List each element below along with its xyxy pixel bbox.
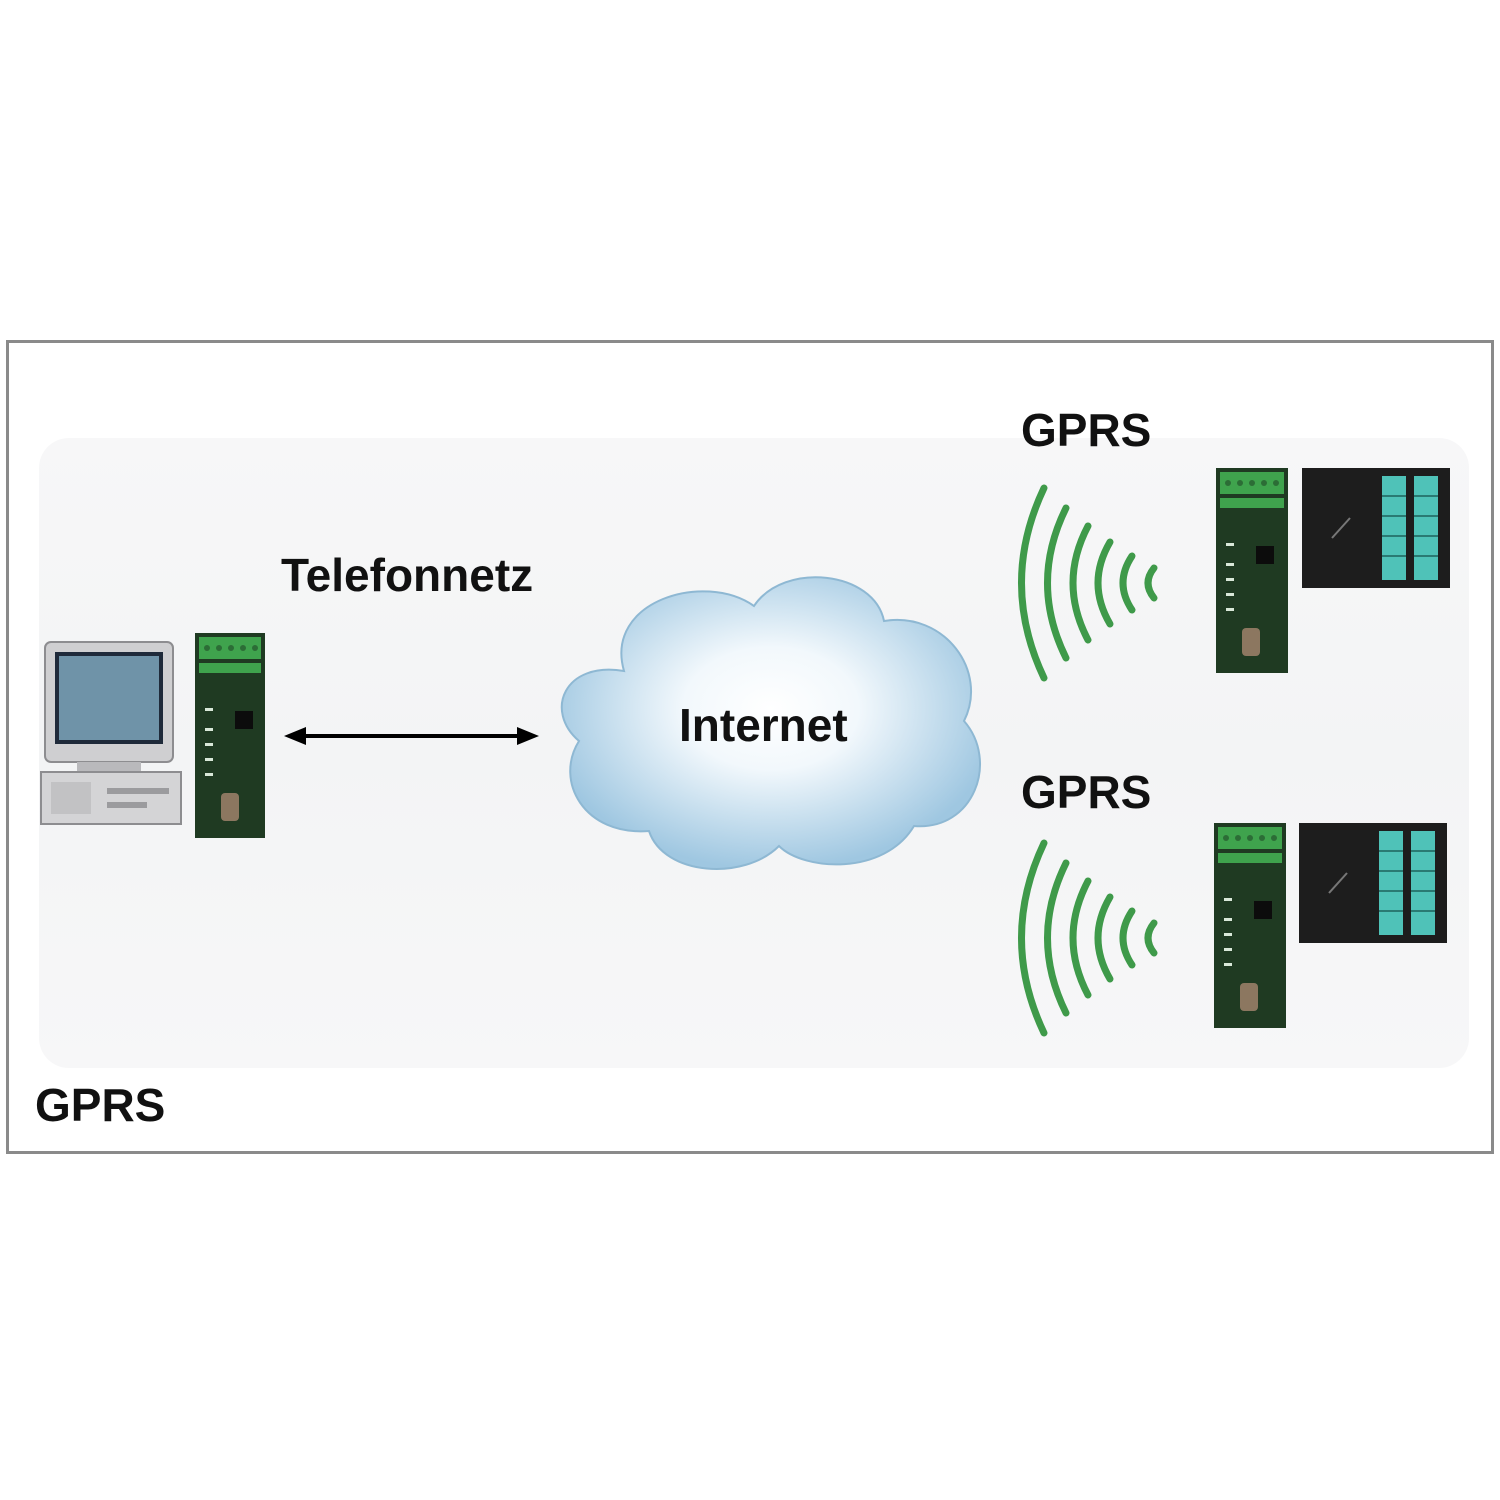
cloud-icon xyxy=(560,576,981,870)
plc-icon xyxy=(1299,823,1447,943)
telefonnetz-label: Telefonnetz xyxy=(281,549,534,601)
modem-icon xyxy=(195,633,265,838)
internet-label: Internet xyxy=(679,699,848,751)
gprs-label-top: GPRS xyxy=(1021,404,1152,456)
computer-icon xyxy=(40,641,182,825)
modem-icon xyxy=(1214,823,1286,1028)
double-arrow-icon xyxy=(284,727,539,745)
signal-wave-icon xyxy=(1018,484,1158,682)
diagram-frame: Telefonnetz Internet GPRS GPRS GPRS xyxy=(6,340,1494,1154)
signal-wave-icon xyxy=(1018,839,1158,1037)
plc-icon xyxy=(1302,468,1450,588)
modem-icon xyxy=(1216,468,1288,673)
gprs-caption: GPRS xyxy=(35,1079,166,1131)
gprs-label-middle: GPRS xyxy=(1021,766,1152,818)
